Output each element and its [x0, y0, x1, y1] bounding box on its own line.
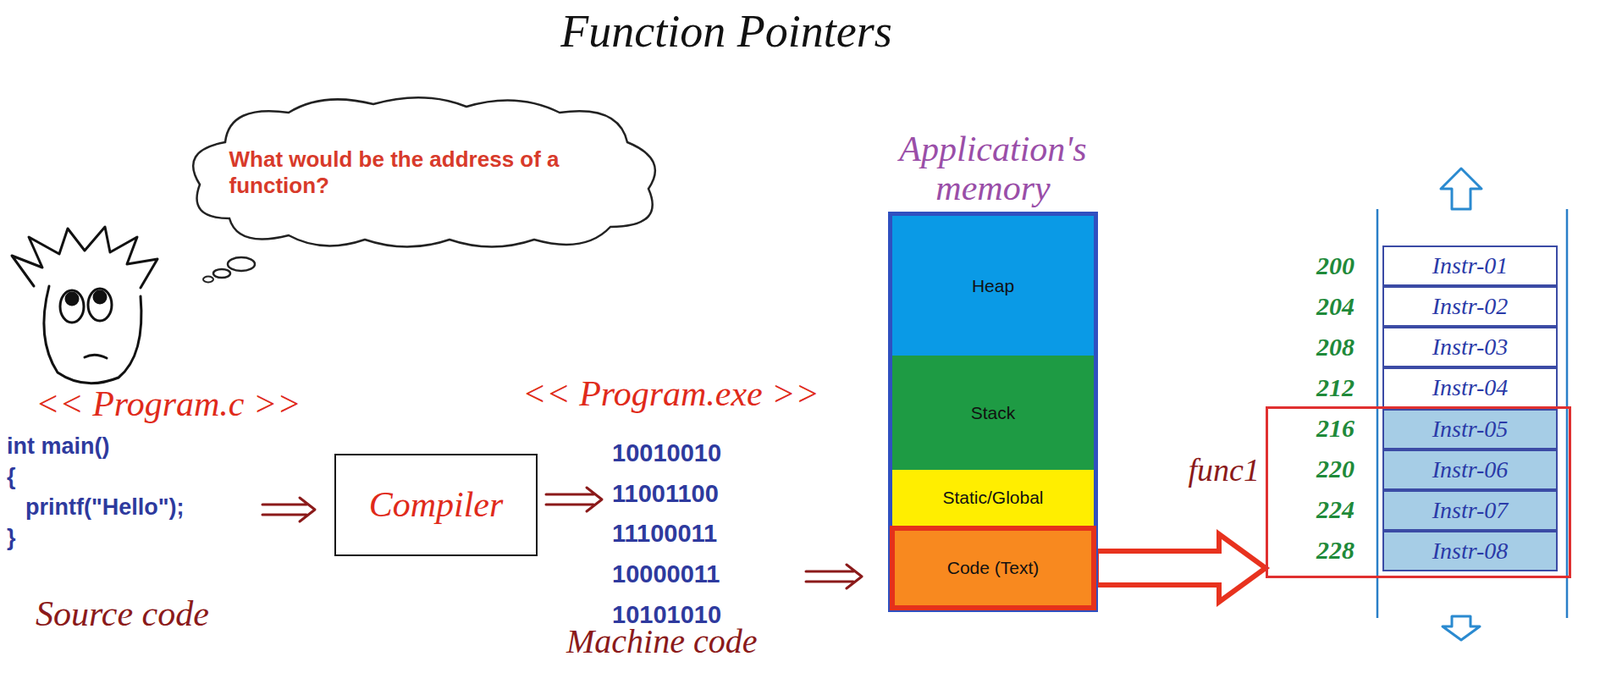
thought-bubble — [213, 269, 231, 278]
instruction-text: Instr-05 — [1432, 416, 1509, 443]
instruction-cell: Instr-06 — [1382, 449, 1558, 491]
instruction-cell: Instr-07 — [1382, 490, 1558, 531]
segment-label: Stack — [971, 402, 1016, 423]
instruction-cell: Instr-03 — [1382, 326, 1558, 368]
memory-segment: Heap — [892, 215, 1094, 356]
function-region: func1Instr-05Instr-06Instr-07Instr-08 — [1265, 406, 1572, 579]
instruction-cell: Instr-08 — [1382, 530, 1558, 572]
binary-code: 10000011 — [612, 559, 720, 590]
memory-address: 224 — [1316, 494, 1355, 525]
segment-label: Code (Text) — [947, 557, 1040, 578]
code-line: { — [6, 463, 17, 491]
box-label: Compiler — [369, 485, 504, 525]
memory-address: 220 — [1316, 453, 1355, 485]
function-name: func1 — [1188, 452, 1260, 489]
cartoon-face — [11, 226, 158, 384]
thought-bubble — [203, 276, 214, 283]
memory-segment: Static/Global — [892, 469, 1094, 526]
code-line: } — [6, 524, 17, 552]
memory-address: 228 — [1316, 535, 1355, 566]
instruction-text: Instr-08 — [1432, 538, 1509, 565]
segment-label: Static/Global — [942, 487, 1043, 508]
instruction-text: Instr-07 — [1432, 497, 1509, 525]
memory-address: 200 — [1316, 250, 1355, 282]
caption-text: Source code — [35, 592, 210, 635]
instruction-cell: Instr-02 — [1382, 286, 1558, 327]
memory-column — [1377, 168, 1567, 640]
thought-text: What would be the address of a function? — [229, 146, 619, 199]
file-name: << Program.exe >> — [522, 372, 820, 415]
memory-address: 208 — [1316, 331, 1355, 363]
instruction-text: Instr-03 — [1432, 334, 1509, 361]
binary-code: 11001100 — [612, 479, 719, 509]
instruction-text: Instr-04 — [1432, 375, 1509, 402]
cloud-outline — [193, 97, 656, 247]
memory-segment: Stack — [892, 355, 1094, 470]
thought-cloud: What would be the address of a function? — [178, 91, 669, 254]
memory-segment: Code (Text) — [889, 525, 1097, 611]
memory-heading: Application's memory — [857, 129, 1129, 208]
caption-text: Machine code — [566, 621, 757, 663]
instruction-cell: Instr-05 — [1382, 408, 1558, 450]
block-arrow — [1096, 534, 1266, 602]
binary-code: 10010010 — [612, 438, 722, 469]
code-line: int main() — [6, 432, 111, 460]
instruction-text: Instr-01 — [1432, 253, 1509, 280]
thought-bubble — [227, 257, 255, 271]
diagram-title: Function Pointers — [560, 5, 892, 58]
segment-label: Heap — [971, 275, 1015, 296]
instruction-text: Instr-06 — [1432, 457, 1509, 484]
code-line: printf("Hello"); — [25, 493, 185, 521]
file-name: << Program.c >> — [35, 382, 302, 425]
binary-code: 11100011 — [612, 518, 718, 549]
instruction-text: Instr-02 — [1432, 293, 1509, 320]
memory-address: 216 — [1316, 413, 1355, 444]
memory-layout: Application's memoryHeapStackStatic/Glob… — [888, 211, 1098, 613]
instruction-cell: Instr-01 — [1382, 245, 1558, 287]
instruction-cell: Instr-04 — [1382, 367, 1558, 409]
memory-address: 204 — [1316, 291, 1355, 322]
compiler-box: Compiler — [334, 453, 538, 557]
memory-address: 212 — [1316, 372, 1355, 403]
